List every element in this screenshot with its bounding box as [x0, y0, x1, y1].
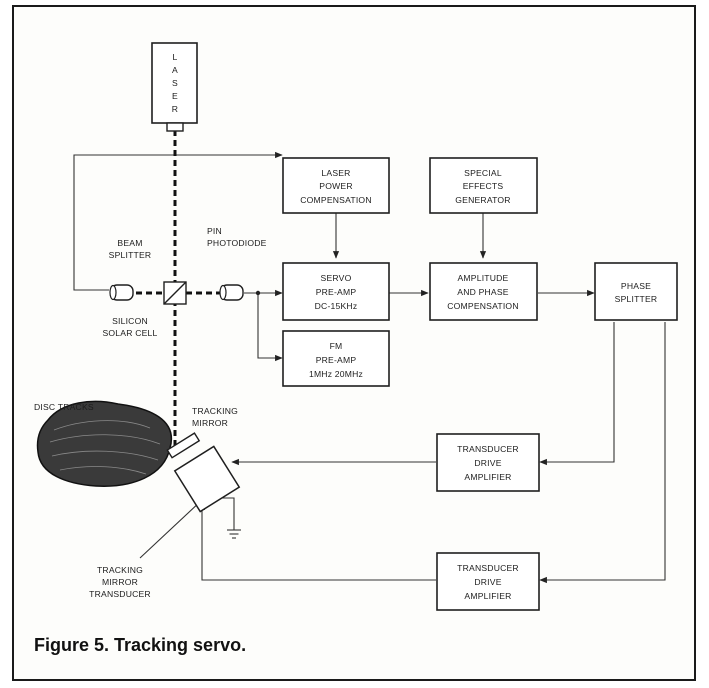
special-effects-line-3: GENERATOR [455, 195, 510, 205]
drive1-line-2: DRIVE [474, 458, 501, 468]
arrow-phase-to-drive2 [539, 322, 666, 584]
laser-power-compensation-block [282, 157, 390, 214]
laser-label-l: L [173, 52, 178, 62]
beam-splitter-label-2: SPLITTER [109, 250, 152, 260]
transducer-label-1: TRACKING [97, 565, 143, 575]
fm-preamp-line-3: 1MHz 20MHz [309, 369, 363, 379]
special-effects-line-2: EFFECTS [463, 181, 504, 191]
servo-preamp-block [282, 262, 390, 321]
drive2-line-3: AMPLIFIER [464, 591, 511, 601]
laser [151, 42, 198, 132]
silicon-solar-cell-label-1: SILICON [112, 316, 148, 326]
silicon-solar-cell-icon [109, 284, 134, 301]
arrow-phase-to-drive1 [539, 322, 615, 466]
special-effects-generator-block [429, 157, 538, 214]
amp-phase-line-3: COMPENSATION [447, 301, 518, 311]
pin-photodiode-label-1: PIN [207, 226, 222, 236]
pin-photodiode-label-2: PHOTODIODE [207, 238, 267, 248]
tracking-mirror-label-1: TRACKING [192, 406, 238, 416]
phase-splitter-line-1: PHASE [621, 281, 651, 291]
junction-dot [255, 290, 261, 296]
amplitude-phase-compensation-block [429, 262, 538, 321]
transducer-label-2: MIRROR [102, 577, 138, 587]
laser-label-s: S [172, 78, 178, 88]
laser-label-r: R [172, 104, 178, 114]
fm-preamp-block [282, 330, 390, 387]
fm-preamp-line-1: FM [330, 341, 343, 351]
disc-tracks-label: DISC TRACKS [34, 402, 94, 412]
figure-caption: Figure 5. Tracking servo. [34, 635, 246, 655]
phase-splitter-line-2: SPLITTER [615, 294, 658, 304]
laser-power-line-1: LASER [321, 168, 350, 178]
fm-preamp-line-2: PRE-AMP [316, 355, 357, 365]
beam-splitter-icon [163, 281, 187, 305]
tracking-mirror-icon [166, 432, 201, 459]
arrow-drive2-to-mirror [198, 502, 436, 581]
mirror-transducer-icon [173, 445, 241, 513]
disc-tracks-icon [36, 400, 173, 487]
drive2-line-1: TRANSDUCER [457, 563, 519, 573]
tracking-mirror-label-2: MIRROR [192, 418, 228, 428]
transducer-label-3: TRANSDUCER [89, 589, 151, 599]
beam-splitter-label-1: BEAM [117, 238, 142, 248]
drive2-line-2: DRIVE [474, 577, 501, 587]
amp-phase-line-2: AND PHASE [457, 287, 509, 297]
phase-splitter-block [594, 262, 678, 321]
laser-label-e: E [172, 91, 178, 101]
transducer-leader [139, 499, 203, 559]
servo-preamp-line-1: SERVO [321, 273, 352, 283]
servo-preamp-line-2: PRE-AMP [316, 287, 357, 297]
servo-preamp-line-3: DC-15KHz [315, 301, 358, 311]
pin-photodiode-icon [219, 284, 244, 301]
silicon-solar-cell-label-2: SOLAR CELL [102, 328, 157, 338]
laser-power-line-3: COMPENSATION [300, 195, 371, 205]
laser-power-line-2: POWER [319, 181, 352, 191]
feedback-line [73, 151, 283, 291]
transducer-drive-amplifier-block-1 [436, 433, 540, 492]
arrow-to-fm-preamp [257, 293, 283, 362]
transducer-drive-amplifier-block-2 [436, 552, 540, 611]
special-effects-line-1: SPECIAL [464, 168, 502, 178]
laser-label-a: A [172, 65, 178, 75]
drive1-line-3: AMPLIFIER [464, 472, 511, 482]
ground-symbol [222, 497, 241, 539]
amp-phase-line-1: AMPLITUDE [458, 273, 509, 283]
drive1-line-1: TRANSDUCER [457, 444, 519, 454]
